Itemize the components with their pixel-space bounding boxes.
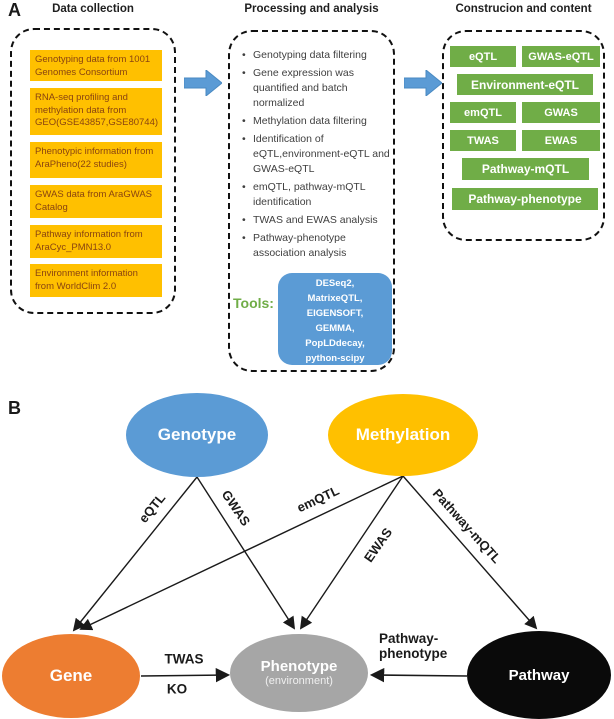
data-source-box: Environment information from WorldClim 2… — [30, 264, 162, 297]
result-box: Environment-eQTL — [457, 74, 593, 95]
edge-gwas-line — [196, 476, 296, 630]
flow-arrow-right-icon — [404, 70, 442, 96]
edge-ewas-line — [299, 475, 404, 630]
tool-name: EIGENSOFT, — [306, 308, 364, 319]
edge-label-ko: KO — [166, 681, 188, 697]
processing-step: emQTL, pathway-mQTL identification — [240, 180, 390, 210]
tools-box: DESeq2, MatrixeQTL, EIGENSOFT, GEMMA, Po… — [278, 273, 392, 365]
panel-b-label: B — [8, 398, 21, 418]
data-collection-title: Data collection — [52, 3, 134, 15]
result-box: GWAS-eQTL — [522, 46, 600, 67]
flow-arrow-right-icon — [184, 70, 222, 96]
processing-step: Methylation data filtering — [240, 114, 390, 129]
edge-emqtl-line — [79, 475, 404, 631]
edge-label-pathway-phenotype-line2: phenotype — [379, 646, 448, 661]
relationship-edges — [72, 475, 538, 683]
construction-container — [442, 30, 605, 241]
processing-title: Processing and analysis — [244, 3, 379, 15]
processing-step: Gene expression was quantified and batch… — [240, 66, 390, 111]
tool-name: MatrixeQTL, — [307, 293, 363, 304]
gene-node: Gene — [2, 634, 140, 718]
data-source-box: Genotyping data from 1001 Genomes Consor… — [30, 50, 162, 81]
genotype-node: Genotype — [126, 393, 268, 477]
tool-name: python-scipy — [305, 353, 365, 364]
edge-label-pathway-phenotype-line1: Pathway- — [379, 631, 439, 646]
result-box: GWAS — [522, 102, 600, 123]
edge-twas-ko-line — [140, 667, 231, 683]
result-box: Pathway-phenotype — [452, 188, 598, 210]
result-box: TWAS — [450, 130, 516, 151]
processing-step: Identification of eQTL,environment-eQTL … — [240, 132, 390, 177]
data-source-box: GWAS data from AraGWAS Catalog — [30, 185, 162, 218]
processing-bullet-list: Genotyping data filtering Gene expressio… — [240, 48, 390, 264]
tool-name: GEMMA, — [315, 323, 355, 334]
construction-title: Construcion and content — [455, 3, 592, 15]
genotype-node-label: Genotype — [157, 425, 237, 444]
tool-name: PopLDdecay, — [305, 338, 365, 349]
edge-pathway-mqtl-line — [402, 475, 538, 630]
methylation-node-label: Methylation — [355, 425, 451, 444]
edge-label-twas: TWAS — [164, 651, 204, 667]
phenotype-node-label: Phenotype — [260, 658, 338, 676]
result-box: eQTL — [450, 46, 516, 67]
methylation-node: Methylation — [328, 394, 478, 476]
data-collection-container — [10, 28, 176, 314]
processing-step: Genotyping data filtering — [240, 48, 390, 63]
result-box: Pathway-mQTL — [462, 158, 589, 180]
pathway-node-label: Pathway — [508, 666, 570, 684]
processing-step: TWAS and EWAS analysis — [240, 213, 390, 228]
panel-a-label: A — [8, 0, 21, 20]
result-box: emQTL — [450, 102, 516, 123]
result-box: EWAS — [522, 130, 600, 151]
processing-container — [228, 30, 395, 372]
tool-name: DESeq2, — [315, 278, 355, 289]
edge-eqtl-line — [72, 476, 198, 632]
edge-label-pathway-phenotype: Pathway- phenotype — [379, 631, 447, 661]
tools-label: Tools: — [233, 295, 274, 311]
phenotype-node: Phenotype (environment) — [230, 634, 368, 712]
edge-pathway-phenotype-line — [369, 667, 468, 683]
processing-step: Pathway-phenotype association analysis — [240, 231, 390, 261]
data-source-box: RNA-seq profiling and methylation data f… — [30, 88, 162, 135]
data-source-box: Pathway information from AraCyc_PMN13.0 — [30, 225, 162, 258]
gene-node-label: Gene — [49, 666, 93, 685]
data-source-box: Phenotypic information from AraPheno(22 … — [30, 142, 162, 178]
phenotype-node-sublabel: (environment) — [265, 675, 333, 688]
pathway-node: Pathway — [467, 631, 611, 719]
